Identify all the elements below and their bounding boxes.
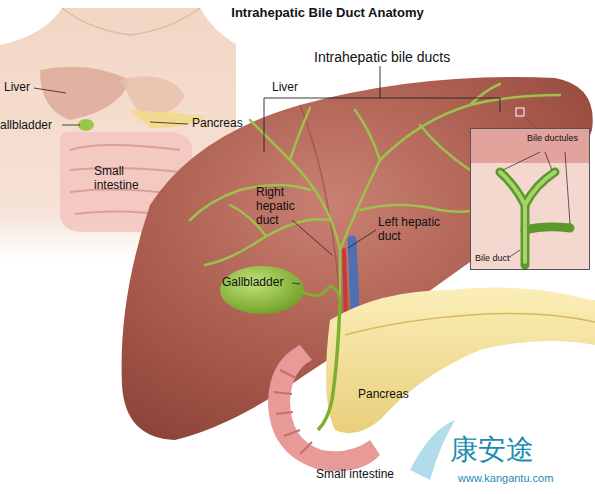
organ-label: Pancreas — [192, 117, 243, 131]
organ-label: allbladder — [0, 119, 52, 133]
structure-label: Left hepatic duct — [378, 216, 442, 244]
organ-label: Pancreas — [358, 388, 409, 402]
inset-label: Bile duct — [475, 253, 510, 263]
organ-label: Liver — [272, 81, 298, 95]
structure-label: Intrahepatic bile ducts — [314, 49, 450, 65]
inset-box: Bile ductulesBile duct — [470, 128, 590, 270]
watermark: 康安途 — [450, 434, 534, 466]
diagram-title: Intrahepatic Bile Duct Anatomy — [0, 6, 595, 21]
organ-label: Small intestine — [316, 468, 394, 482]
watermark: www.kangantu.com — [458, 472, 553, 485]
organ-label: Gallbladder — [222, 276, 283, 290]
structure-label: Right hepatic duct — [256, 186, 320, 227]
organ-label: Liver — [4, 81, 30, 95]
organ-label: Small intestine — [94, 165, 156, 193]
inset-label: Bile ductules — [527, 133, 578, 143]
